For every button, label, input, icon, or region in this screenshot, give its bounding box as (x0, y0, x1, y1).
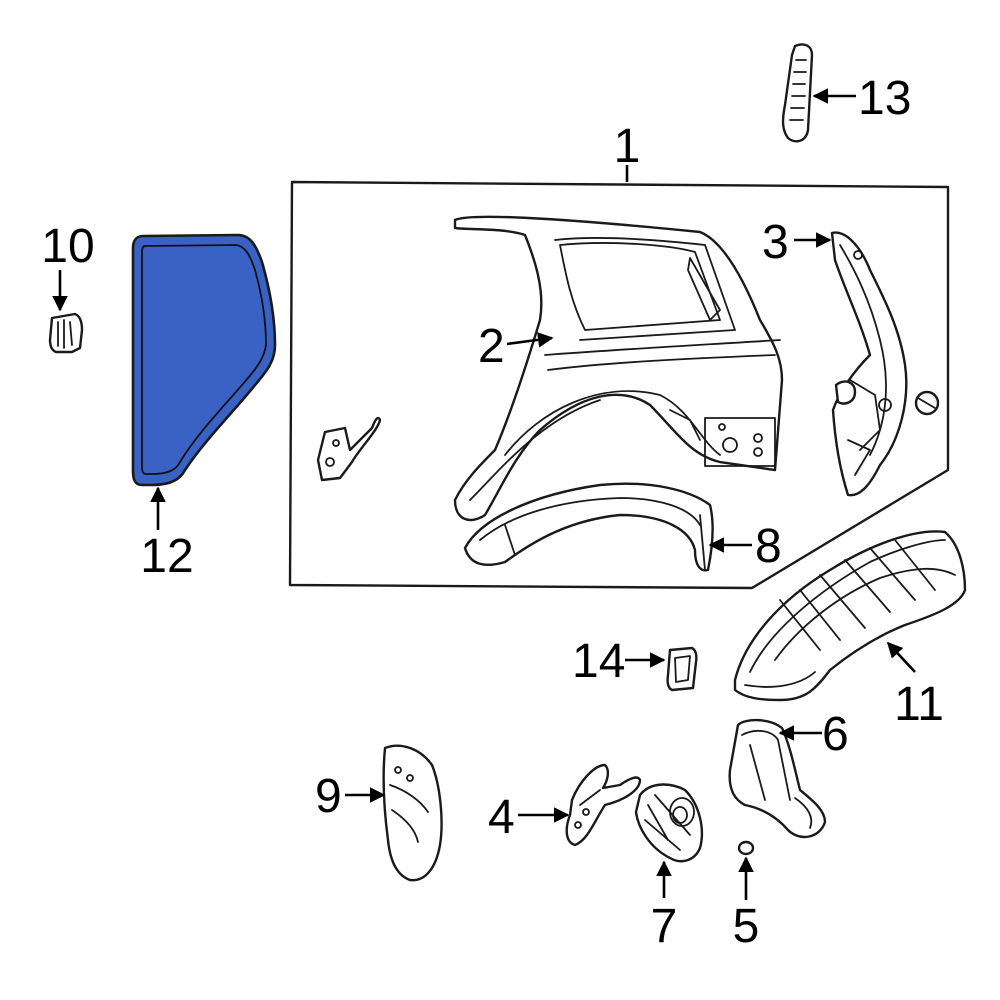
part-6-splash-shield[interactable] (728, 718, 827, 839)
part-13-strip[interactable] (781, 43, 814, 143)
part-12-panel-highlighted[interactable] (131, 233, 277, 487)
part-5-plug[interactable] (737, 840, 755, 856)
callout-2: 2 (478, 320, 505, 373)
callout-1: 1 (614, 120, 641, 173)
part-11-fender-liner[interactable] (733, 530, 967, 702)
part-7-fuel-housing[interactable] (634, 783, 704, 863)
leader-lines (52, 88, 916, 900)
leader-11 (886, 641, 916, 673)
callout-13: 13 (858, 72, 911, 125)
callout-4: 4 (488, 791, 515, 844)
callout-9: 9 (315, 770, 342, 823)
callout-8: 8 (755, 520, 782, 573)
part-10-clip[interactable] (48, 312, 84, 354)
callout-5: 5 (733, 900, 760, 953)
part-9-shield[interactable] (382, 744, 443, 882)
leader-2 (506, 332, 554, 348)
callout-11: 11 (894, 678, 944, 731)
part-4-bracket[interactable] (565, 763, 642, 847)
callout-10: 10 (41, 220, 94, 273)
callout-12: 12 (140, 530, 193, 583)
callout-3: 3 (762, 216, 789, 269)
callout-6: 6 (822, 708, 849, 761)
callout-7: 7 (651, 900, 678, 953)
bracket-part[interactable] (316, 416, 382, 482)
part-2-quarter-panel[interactable] (453, 215, 784, 522)
assembly-box-1 (288, 165, 950, 590)
part-8-wheelhouse[interactable] (463, 482, 714, 572)
callout-14: 14 (572, 635, 625, 688)
part-3-inner-pillar[interactable] (830, 231, 940, 497)
callout-labels: 1 2 3 4 5 6 7 8 9 10 11 12 13 14 (41, 72, 944, 953)
part-14-clip[interactable] (666, 646, 698, 692)
